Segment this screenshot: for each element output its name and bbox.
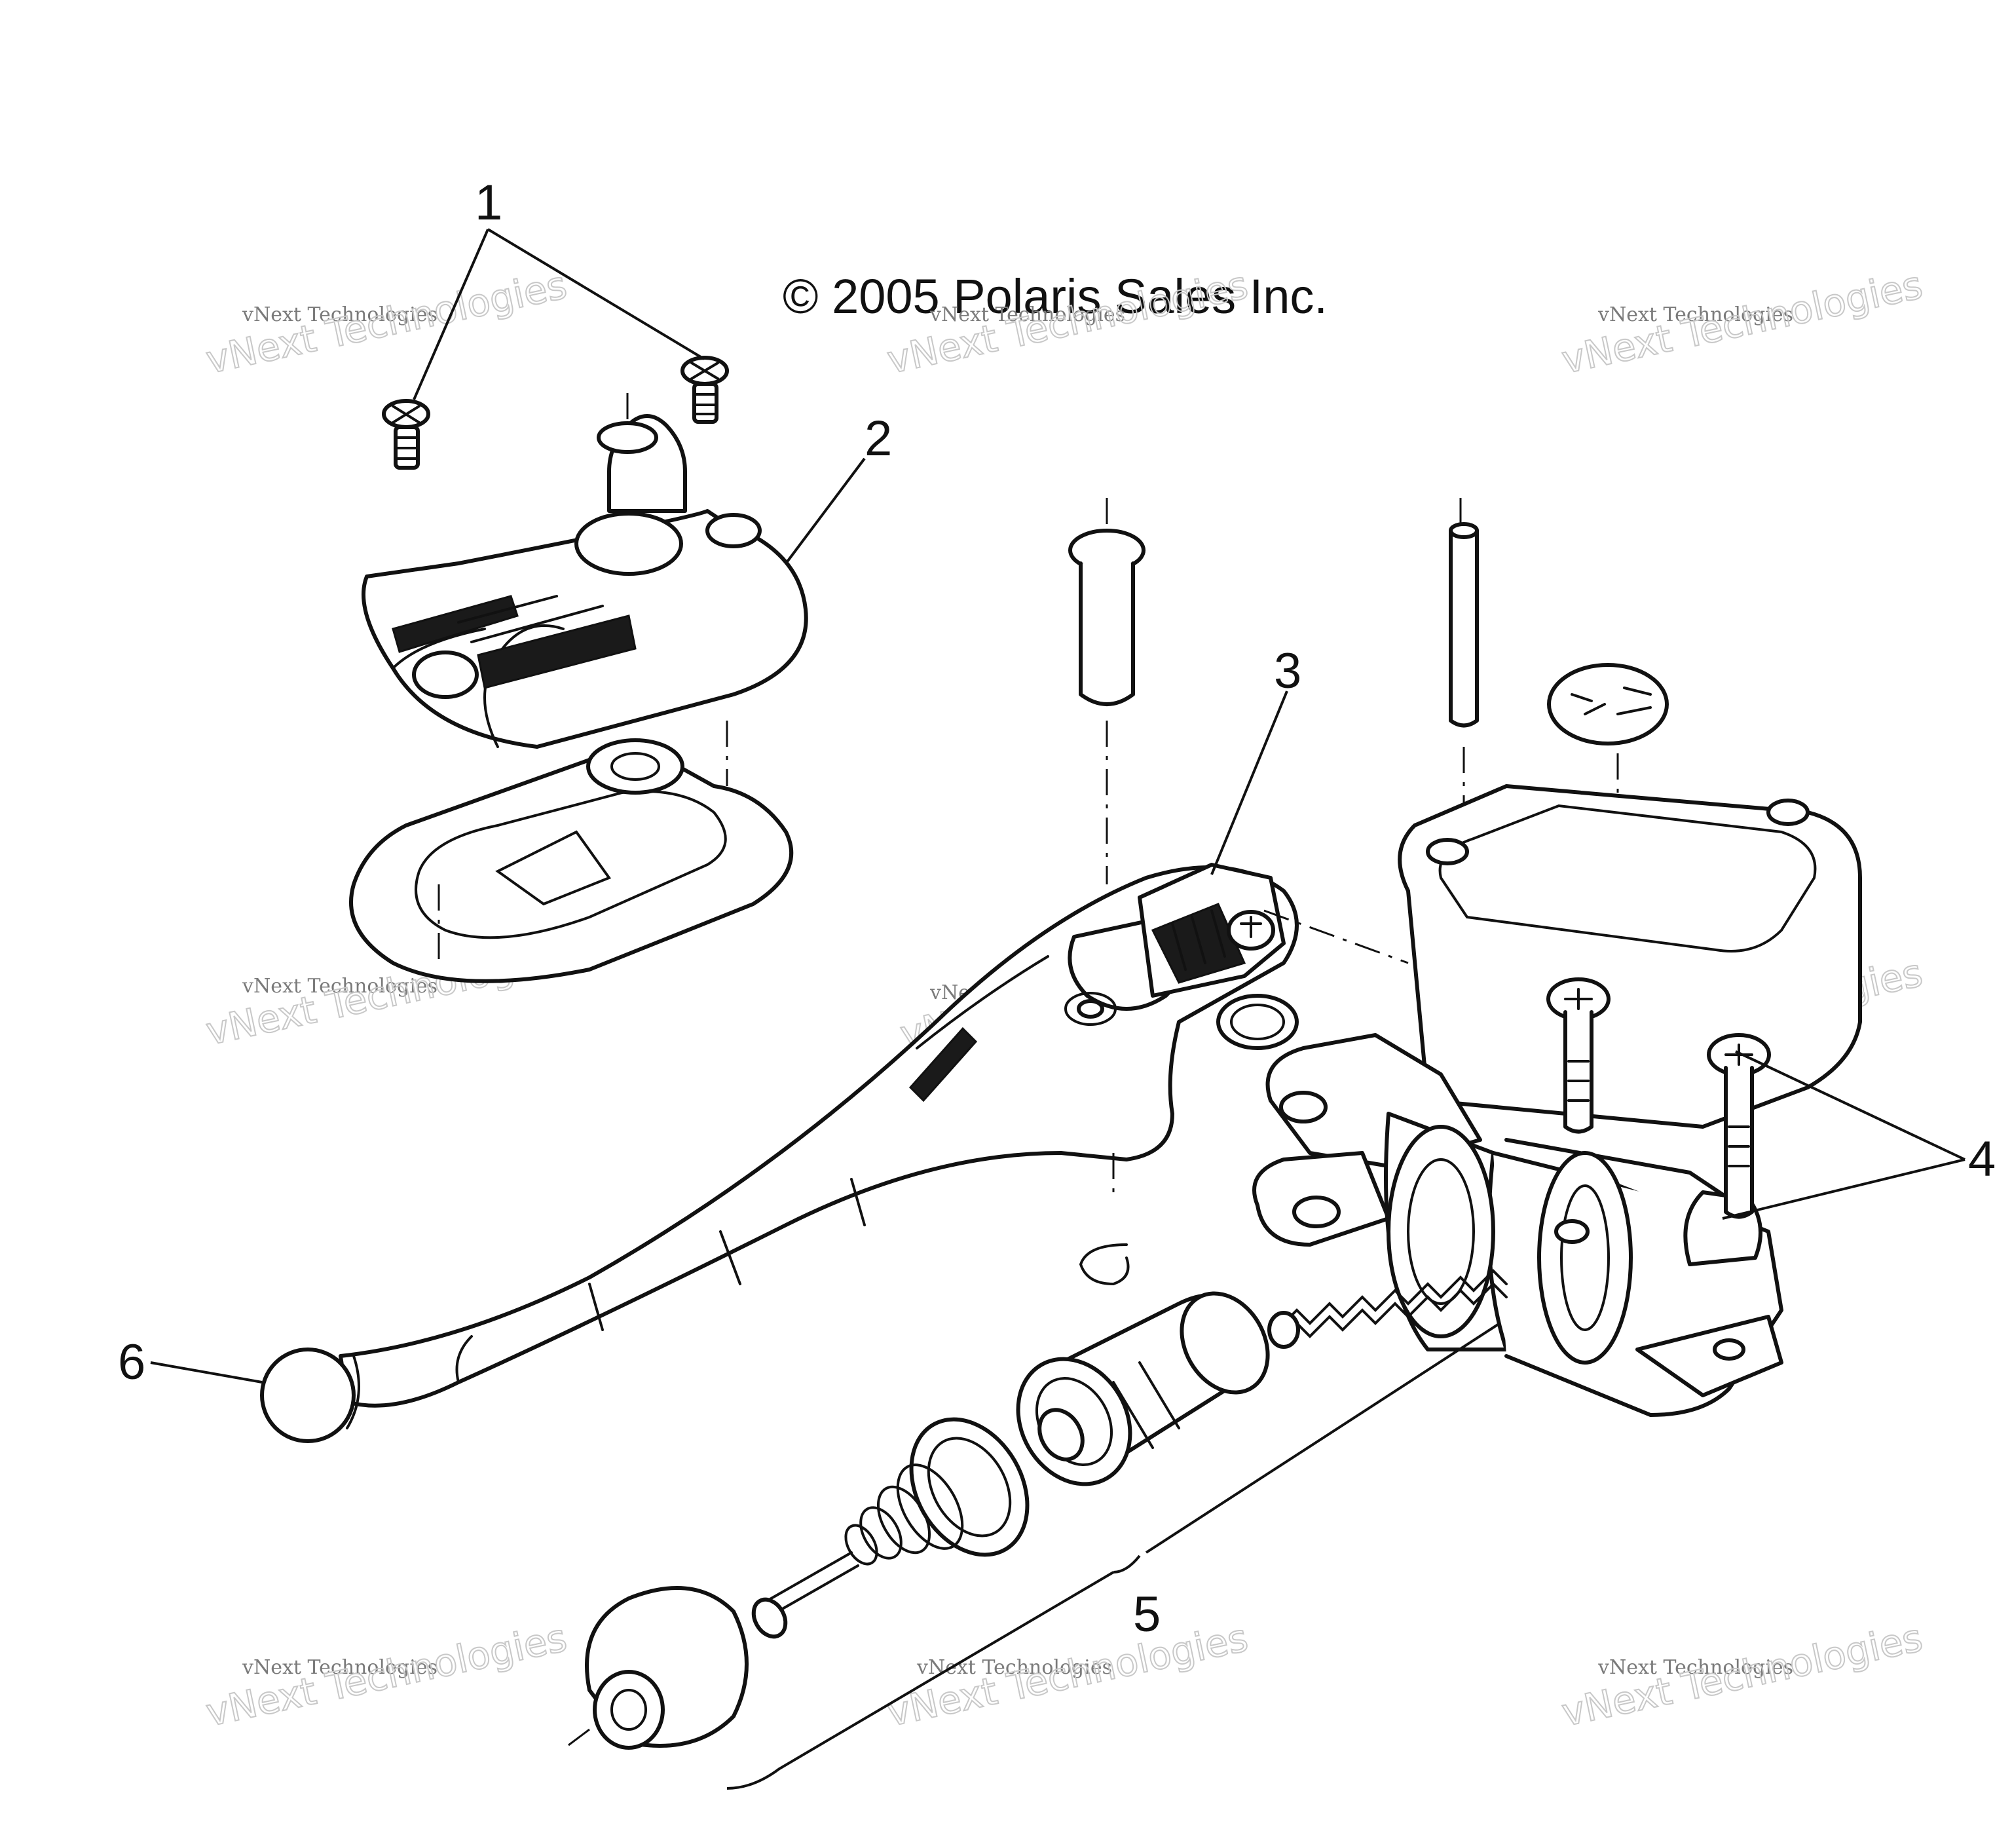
push-rod-boot	[563, 1551, 859, 1750]
watermark-top-right: vNext Technologies vNext Technologies	[1557, 262, 1927, 383]
clamp-bolt-left	[1546, 977, 1611, 1134]
master-cylinder-body	[1252, 784, 1862, 1417]
callout-1: 1	[475, 175, 502, 231]
callout-6: 6	[118, 1334, 145, 1390]
callout-5: 5	[1133, 1587, 1161, 1642]
clamp-bolt-right	[1707, 1033, 1771, 1219]
lever-adjuster	[1138, 863, 1409, 1050]
leader-lines	[150, 228, 1965, 1790]
copyright-text: © 2005 Polaris Sales Inc.	[783, 269, 1328, 324]
cover-screw-right	[680, 356, 729, 424]
conical-spring	[844, 1463, 964, 1566]
watermark-text: vNext Technologies	[1597, 303, 1793, 326]
reservoir-diaphragm	[349, 721, 794, 983]
cover-screw-left	[382, 399, 430, 470]
callout-2: 2	[865, 411, 892, 466]
reservoir-cap	[1547, 663, 1669, 970]
pivot-pin	[1449, 498, 1479, 845]
watermark-text: vNext Technologies	[1597, 1656, 1793, 1679]
callout-3: 3	[1274, 643, 1301, 699]
watermark-top-left: vNext Technologies vNext Technologies	[202, 262, 571, 383]
watermark-text: vNext Technologies	[242, 1656, 438, 1679]
piston	[1016, 1291, 1270, 1486]
callout-4: 4	[1968, 1131, 1996, 1187]
watermark-text: vNext Technologies	[242, 975, 438, 998]
watermark-bottom-right: vNext Technologies vNext Technologies	[1557, 1615, 1927, 1736]
retaining-clip	[1079, 1153, 1130, 1285]
pivot-bolt	[1068, 498, 1146, 884]
return-spring	[1267, 1269, 1508, 1349]
watermark-text: vNext Technologies	[242, 303, 438, 326]
reservoir-cover	[362, 393, 808, 749]
watermark-bottom-left: vNext Technologies vNext Technologies	[202, 1615, 571, 1736]
watermark-text: vNext Technologies	[929, 303, 1125, 326]
